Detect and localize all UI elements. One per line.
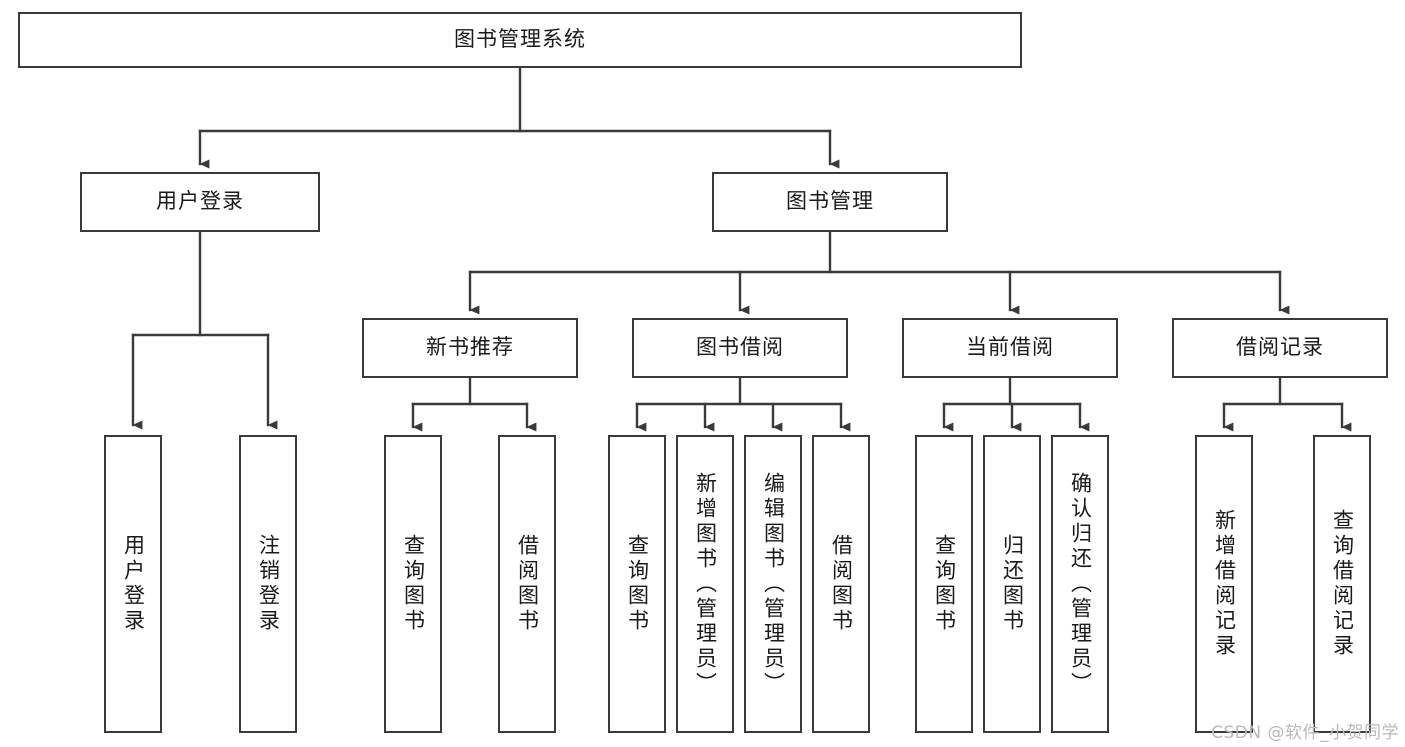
node-label: 新增借阅记录 <box>1212 509 1237 659</box>
node-label: 注销登录 <box>256 534 281 634</box>
node-label: 图书管理 <box>786 189 874 214</box>
node-label: 图书管理系统 <box>454 27 586 52</box>
node-new-book-recommend[interactable]: 新书推荐 <box>362 318 578 378</box>
node-label: 新增图书（管理员） <box>693 471 718 697</box>
node-label: 新书推荐 <box>426 335 514 360</box>
leaf-borrow-book-2[interactable]: 借阅图书 <box>812 435 870 733</box>
node-user-login[interactable]: 用户登录 <box>80 172 320 232</box>
leaf-edit-book[interactable]: 编辑图书（管理员） <box>744 435 802 733</box>
leaf-confirm-return[interactable]: 确认归还（管理员） <box>1051 435 1109 733</box>
node-book-manage[interactable]: 图书管理 <box>712 172 948 232</box>
node-book-borrow[interactable]: 图书借阅 <box>632 318 848 378</box>
leaf-user-logout[interactable]: 注销登录 <box>239 435 297 733</box>
csdn-watermark: CSDN @软件_小贺同学 <box>1211 723 1399 743</box>
node-label: 查询借阅记录 <box>1330 509 1355 659</box>
leaf-user-login[interactable]: 用户登录 <box>104 435 162 733</box>
node-label: 图书借阅 <box>696 335 784 360</box>
node-current-borrow[interactable]: 当前借阅 <box>902 318 1118 378</box>
leaf-query-book-3[interactable]: 查询图书 <box>915 435 973 733</box>
node-label: 用户登录 <box>121 534 146 634</box>
node-borrow-record[interactable]: 借阅记录 <box>1172 318 1388 378</box>
node-label: 归还图书 <box>1000 534 1025 634</box>
leaf-borrow-book-1[interactable]: 借阅图书 <box>498 435 556 733</box>
node-label: 用户登录 <box>156 189 244 214</box>
node-root-system[interactable]: 图书管理系统 <box>18 12 1022 68</box>
node-label: 编辑图书（管理员） <box>761 471 786 697</box>
leaf-add-book[interactable]: 新增图书（管理员） <box>676 435 734 733</box>
node-label: 借阅图书 <box>829 534 854 634</box>
node-label: 查询图书 <box>625 534 650 634</box>
leaf-query-record[interactable]: 查询借阅记录 <box>1313 435 1371 733</box>
leaf-add-record[interactable]: 新增借阅记录 <box>1195 435 1253 733</box>
node-label: 借阅记录 <box>1236 335 1324 360</box>
node-label: 借阅图书 <box>515 534 540 634</box>
leaf-query-book-1[interactable]: 查询图书 <box>384 435 442 733</box>
node-label: 当前借阅 <box>966 335 1054 360</box>
node-label: 查询图书 <box>401 534 426 634</box>
node-label: 查询图书 <box>932 534 957 634</box>
leaf-return-book[interactable]: 归还图书 <box>983 435 1041 733</box>
leaf-query-book-2[interactable]: 查询图书 <box>608 435 666 733</box>
node-label: 确认归还（管理员） <box>1068 471 1093 697</box>
